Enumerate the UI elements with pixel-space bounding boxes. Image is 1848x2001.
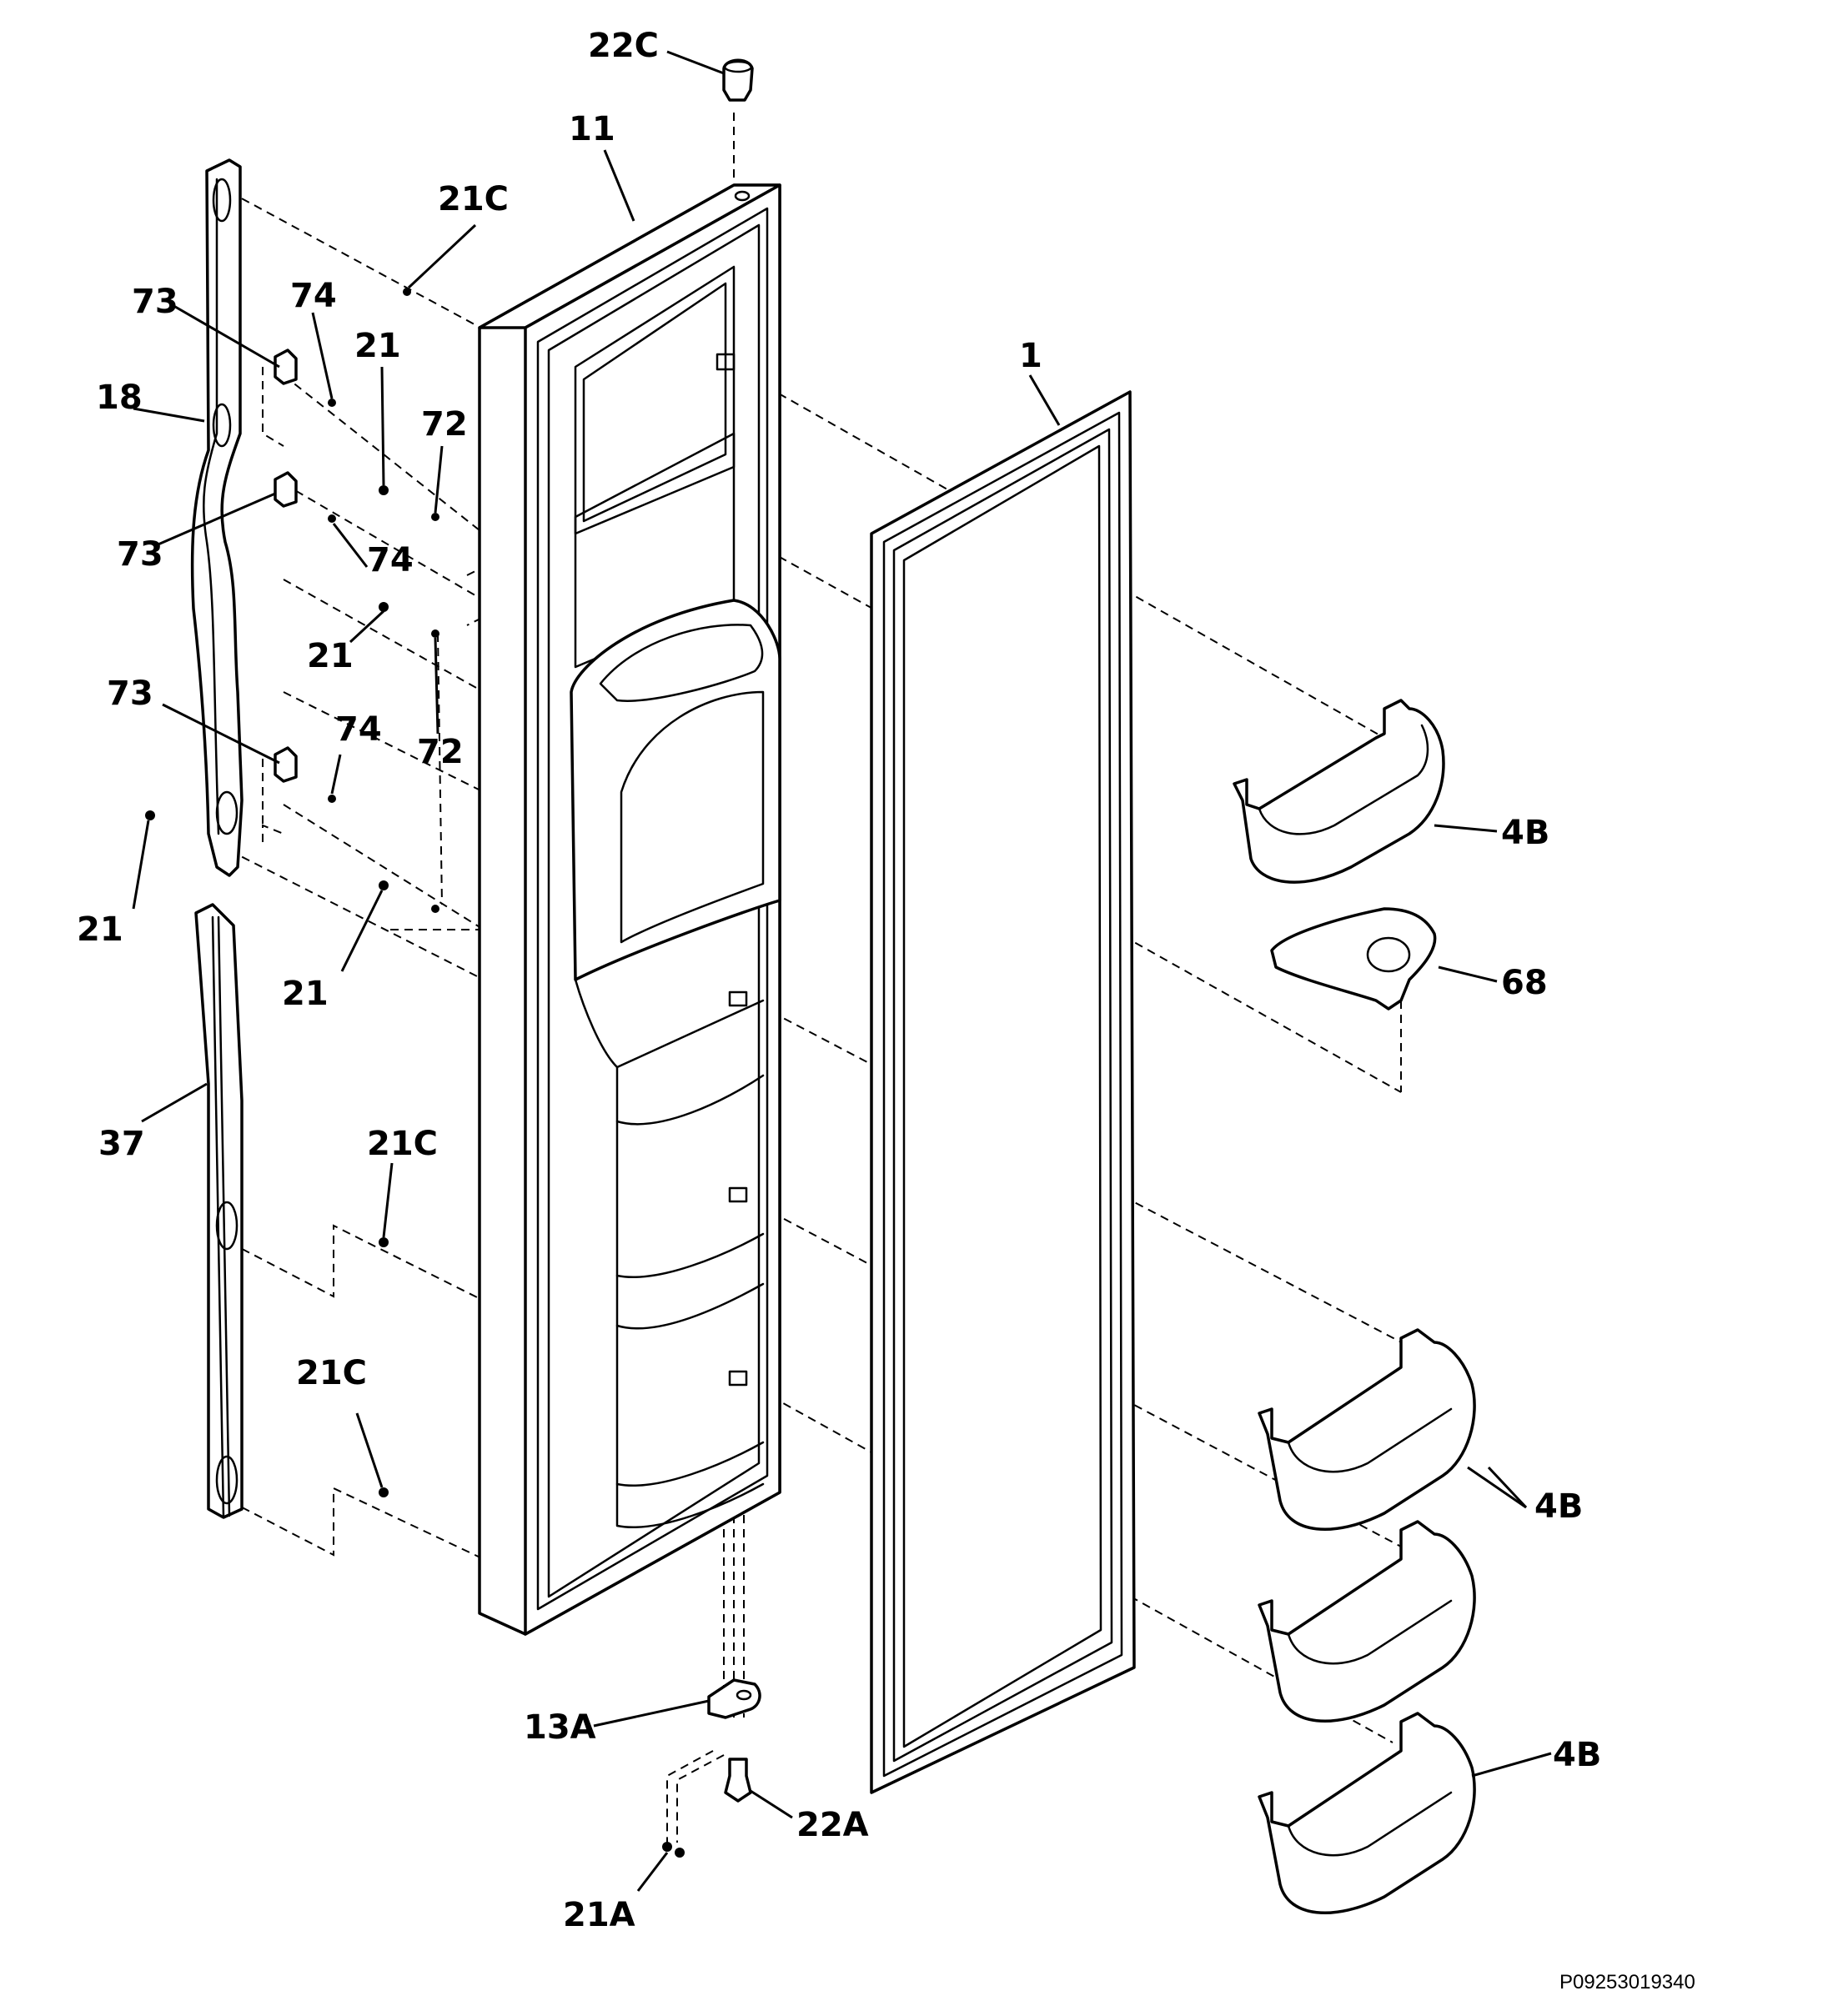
callout-21-d: 21 [282, 975, 329, 1013]
door-bins [1233, 699, 1476, 1914]
plug-22C [722, 58, 754, 102]
callout-21C-b: 21C [367, 1125, 438, 1163]
callout-74-a: 74 [290, 277, 337, 315]
callout-73-a: 73 [132, 283, 178, 321]
handle-lower [194, 903, 244, 1519]
callout-68: 68 [1501, 964, 1548, 1002]
door-panel [478, 183, 781, 1636]
callout-72-a: 72 [421, 405, 468, 444]
callout-73-b: 73 [117, 535, 163, 574]
callout-1: 1 [1019, 337, 1042, 375]
callout-73-c: 73 [107, 675, 153, 713]
callout-21C-c: 21C [296, 1354, 367, 1392]
callout-13A: 13A [524, 1708, 596, 1747]
callout-11: 11 [569, 110, 615, 148]
callout-4B-b: 4B [1534, 1487, 1583, 1526]
callout-22C-top: 22C [588, 27, 659, 65]
callout-74-b: 74 [367, 541, 414, 579]
callout-21-c: 21 [77, 910, 123, 949]
callout-4B-c: 4B [1553, 1736, 1601, 1774]
assembly-dashed-lines [228, 113, 1410, 1843]
callout-18: 18 [96, 379, 143, 417]
leader-lines [132, 50, 1552, 1892]
callout-22A: 22A [796, 1806, 869, 1844]
drawing-code: P09253019340 [1559, 1971, 1695, 1993]
callout-21C-a: 21C [438, 180, 509, 218]
callout-74-c: 74 [335, 710, 382, 749]
callout-labels: 22C 11 21C 73 74 21 72 18 1 73 74 21 73 … [77, 27, 1601, 1934]
callout-21-b: 21 [307, 637, 354, 675]
callout-37: 37 [98, 1125, 145, 1163]
door-gasket [870, 390, 1136, 1794]
callout-21A: 21A [563, 1896, 635, 1934]
callout-21-a: 21 [354, 327, 401, 365]
hinge-parts [662, 1678, 761, 1858]
fasteners [145, 288, 439, 1497]
callout-72-b: 72 [417, 733, 464, 771]
callout-4B-a: 4B [1501, 814, 1549, 852]
